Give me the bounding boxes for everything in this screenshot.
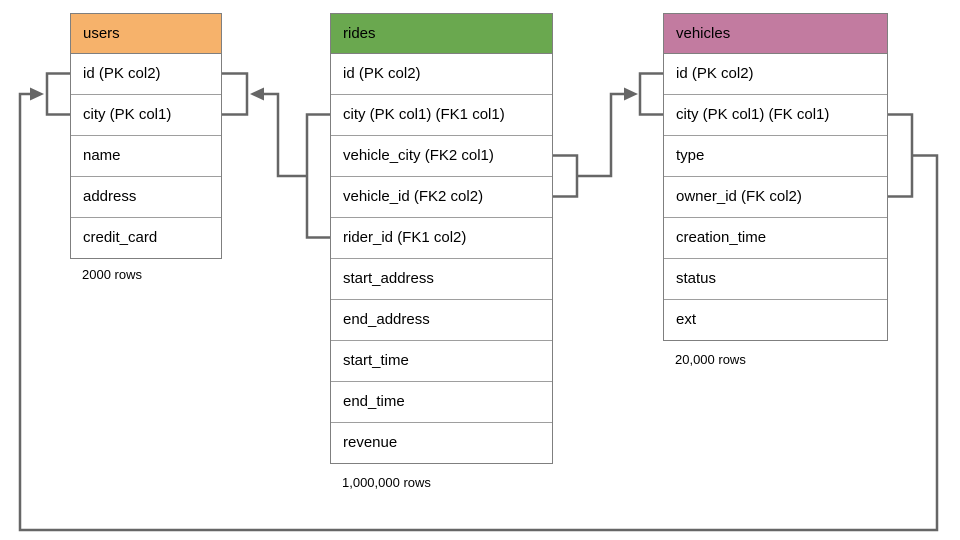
column-row: id (PK col2): [331, 54, 552, 95]
column-row: vehicle_city (FK2 col1): [331, 136, 552, 177]
rides-left-bracket: [305, 113, 330, 239]
column-row: name: [71, 136, 221, 177]
column-row: rider_id (FK1 col2): [331, 218, 552, 259]
table-users: users id (PK col2) city (PK col1) name a…: [70, 13, 222, 259]
fk2-arrowhead: [624, 87, 638, 101]
vehicles-row-count-label: 20,000 rows: [675, 352, 746, 367]
vehicles-right-bracket: [888, 113, 914, 198]
vehicles-left-bracket: [638, 72, 663, 116]
column-row: start_address: [331, 259, 552, 300]
column-row: credit_card: [71, 218, 221, 258]
column-row: end_address: [331, 300, 552, 341]
column-row: city (PK col1) (FK col1): [664, 95, 887, 136]
table-users-header: users: [71, 14, 221, 54]
table-vehicles: vehicles id (PK col2) city (PK col1) (FK…: [663, 13, 888, 341]
table-rides: rides id (PK col2) city (PK col1) (FK1 c…: [330, 13, 553, 464]
column-row: type: [664, 136, 887, 177]
table-vehicles-header: vehicles: [664, 14, 887, 54]
fk3-arrowhead: [30, 87, 44, 101]
users-row-count-label: 2000 rows: [82, 267, 142, 282]
rides-right-bracket: [553, 154, 579, 198]
table-rides-header: rides: [331, 14, 552, 54]
column-row: id (PK col2): [71, 54, 221, 95]
column-row: start_time: [331, 341, 552, 382]
column-row: end_time: [331, 382, 552, 423]
column-row: id (PK col2): [664, 54, 887, 95]
column-row: owner_id (FK col2): [664, 177, 887, 218]
fk1-connector-path: [258, 92, 307, 178]
column-row: city (PK col1): [71, 95, 221, 136]
column-row: address: [71, 177, 221, 218]
column-row: ext: [664, 300, 887, 340]
column-row: city (PK col1) (FK1 col1): [331, 95, 552, 136]
users-left-bracket: [45, 72, 70, 116]
column-row: revenue: [331, 423, 552, 463]
column-row: status: [664, 259, 887, 300]
column-row: creation_time: [664, 218, 887, 259]
fk2-connector-path: [577, 92, 628, 178]
fk-rides-to-users: [222, 72, 330, 239]
fk-rides-to-vehicles: [553, 72, 663, 198]
fk1-arrowhead: [250, 87, 264, 101]
users-right-bracket: [222, 72, 249, 116]
rides-row-count-label: 1,000,000 rows: [342, 475, 431, 490]
column-row: vehicle_id (FK2 col2): [331, 177, 552, 218]
